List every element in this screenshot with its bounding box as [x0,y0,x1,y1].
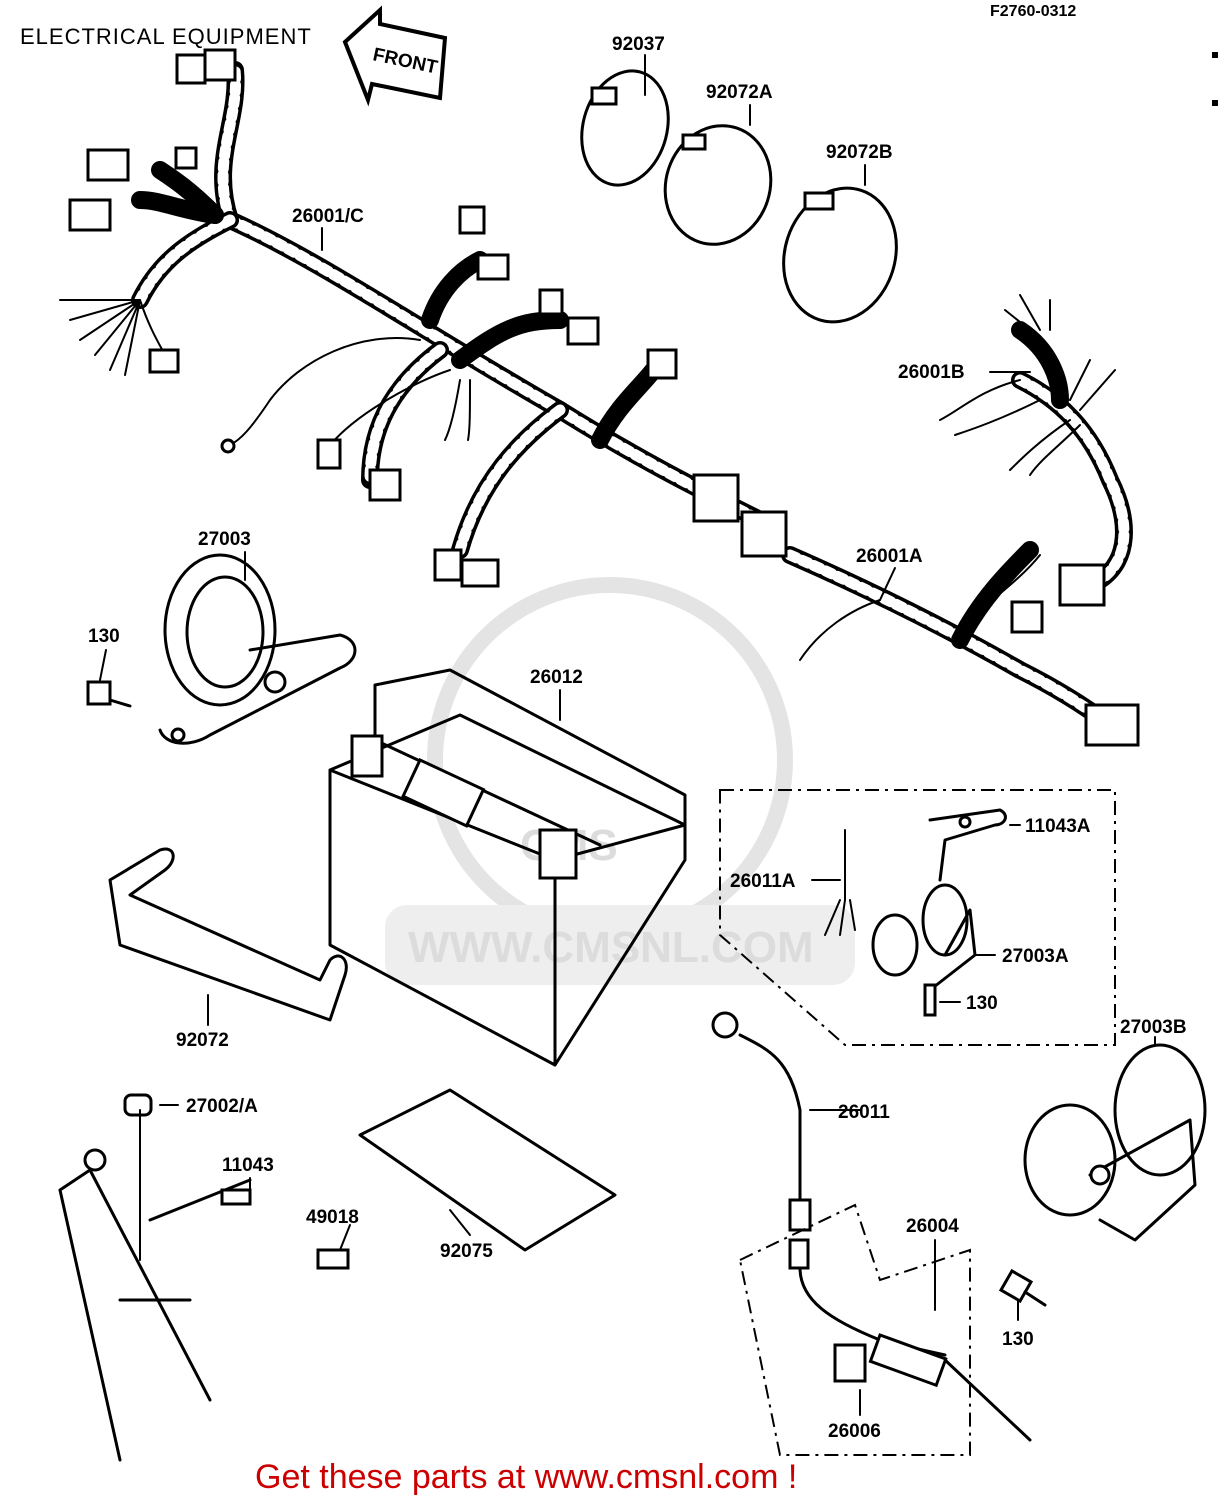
label-26001a: 26001A [856,546,923,567]
label-92037: 92037 [612,34,665,55]
label-130-horn: 130 [88,626,120,647]
bolt-130-lower-icon [998,1268,1047,1307]
label-26011: 26011 [838,1102,890,1123]
lead-26004-icon [788,1238,1032,1442]
bolt-130-icon [86,680,132,708]
watermark-url: WWW.CMSNL.COM [408,923,814,972]
label-26004: 26004 [906,1216,959,1237]
label-92072a: 92072A [706,82,773,103]
label-26001c: 26001/C [292,206,364,227]
clamp-92072a-icon [663,124,773,246]
label-26006: 26006 [828,1421,881,1442]
label-49018: 49018 [306,1207,359,1228]
label-26011a: 26011A [730,871,796,892]
drawing-code: F2760-0312 [990,3,1076,20]
sub-wiring-harness-a [781,541,1119,734]
label-27003a: 27003A [1002,946,1069,967]
label-92072: 92072 [176,1030,229,1051]
battery-mat-92075-icon [358,1088,617,1252]
label-26001b: 26001B [898,362,965,383]
horn-27003-icon [158,553,357,745]
battery-26012-icon [328,668,687,1067]
label-92075: 92075 [440,1241,493,1262]
clamp-92037-icon [580,69,670,187]
front-arrow-icon: FRONT [342,5,448,107]
horn-27003a-icon [871,883,977,1017]
label-11043: 11043 [222,1155,274,1176]
switch-49018-icon [316,1248,350,1270]
footer-link[interactable]: Get these parts at www.cmsnl.com ! [255,1458,797,1496]
bracket-11043a-icon [928,808,1007,882]
main-wiring-harness [59,61,769,559]
bracket-11043-icon [220,1188,252,1206]
label-130-inset: 130 [966,993,998,1014]
frame-icon [58,1148,252,1462]
lead-26011a-icon [824,829,856,936]
label-11043a: 11043A [1025,816,1091,837]
label-27002a: 27002/A [186,1096,258,1117]
lead-26011-icon [711,1011,812,1232]
sub-wiring-harness-b [939,294,1133,589]
label-26012: 26012 [530,667,583,688]
label-92072b: 92072B [826,142,893,163]
watermark: CMS WWW.CMSNL.COM [385,577,855,985]
cap-27002a-icon [123,1093,153,1117]
label-27003: 27003 [198,529,251,550]
horn-27003b-icon [1023,1043,1207,1242]
label-27003b: 27003B [1120,1017,1187,1038]
diagram-title: ELECTRICAL EQUIPMENT [20,24,312,49]
clamp-92072b-icon [782,186,898,324]
label-130-lower: 130 [1002,1329,1034,1350]
battery-band-92072-icon [108,847,348,1022]
